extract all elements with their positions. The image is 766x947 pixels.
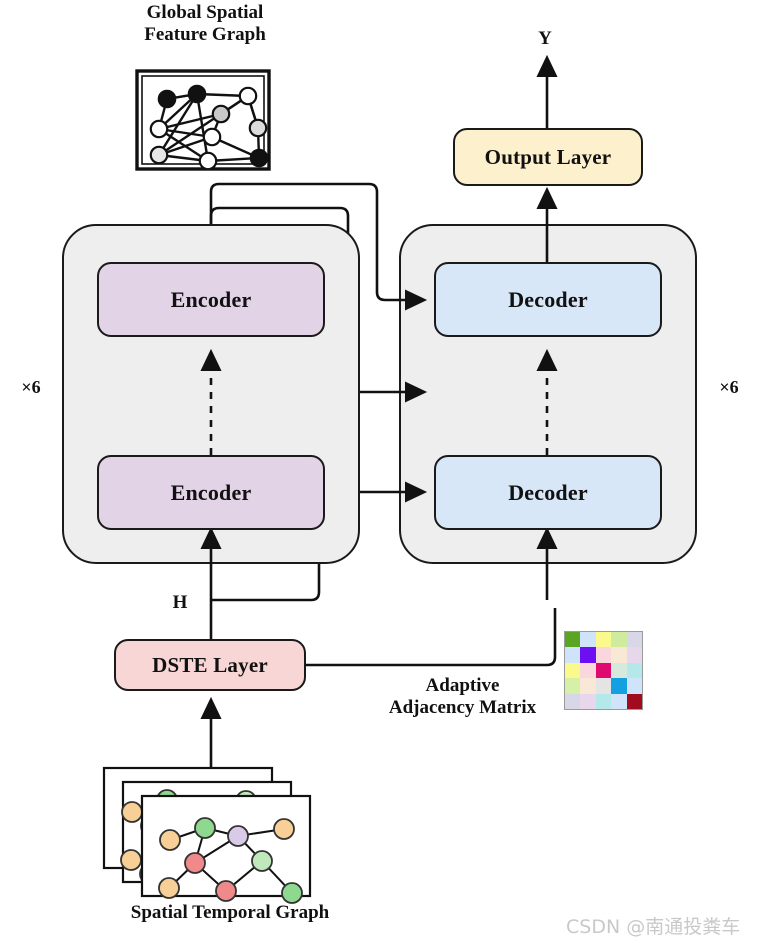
adjacency-cell — [595, 632, 612, 648]
adjacency-title-line2: Adjacency Matrix — [388, 697, 537, 719]
adjacency-cell — [626, 647, 642, 663]
adjacency-cell — [565, 678, 581, 694]
adjacency-title-line1: Adaptive — [425, 675, 500, 696]
adjacency-cell — [611, 647, 627, 663]
adjacency-cell — [565, 647, 581, 663]
adjacency-cell — [565, 632, 581, 648]
global-graph-title-line2: Feature Graph — [144, 24, 266, 46]
temporal-graph-node — [159, 829, 181, 851]
hidden-symbol-label: H — [172, 592, 188, 613]
temporal-graph-node — [273, 818, 295, 840]
output-symbol-label: Y — [538, 28, 552, 49]
temporal-graph-node — [251, 850, 273, 872]
graph-node — [149, 145, 169, 165]
temporal-graph-node-background — [254, 804, 276, 826]
decoder-repeat-label: ×6 — [719, 377, 739, 397]
graph-node — [198, 151, 218, 171]
temporal-graph-node-background — [235, 790, 257, 812]
graph-node — [202, 127, 222, 147]
adjacency-cell — [595, 647, 612, 663]
output-layer-block[interactable]: Output Layer — [453, 128, 643, 186]
adjacency-cell — [611, 632, 627, 648]
temporal-graph-node-background — [120, 849, 142, 871]
graph-node — [187, 84, 207, 104]
temporal-graph-node — [227, 825, 249, 847]
adjacency-cell — [611, 662, 627, 679]
adjacency-cell — [611, 693, 627, 709]
encoder-block-bottom[interactable]: Encoder — [97, 455, 325, 530]
adjacency-cell — [611, 678, 627, 694]
adjacency-cell — [595, 693, 612, 709]
adjacency-cell — [626, 662, 642, 679]
decoder-block-bottom[interactable]: Decoder — [434, 455, 662, 530]
dste-layer-block[interactable]: DSTE Layer — [114, 639, 306, 691]
temporal-graph-node — [194, 817, 216, 839]
temporal-graph-node-background — [139, 863, 161, 885]
temporal-graph-node — [184, 852, 206, 874]
spatial-temporal-graph-title: Spatial Temporal Graph — [130, 902, 330, 923]
adjacency-cell — [565, 693, 581, 709]
temporal-graph-node-background — [140, 815, 162, 837]
temporal-graph-node — [281, 882, 303, 904]
graph-node — [248, 118, 268, 138]
adjacency-cell — [580, 662, 596, 679]
adjacency-cell — [580, 678, 596, 694]
adaptive-adjacency-matrix — [564, 631, 643, 710]
temporal-graph-node — [215, 880, 237, 902]
adjacency-cell — [580, 647, 596, 663]
temporal-graph-node-background — [121, 801, 143, 823]
graph-node — [249, 148, 269, 168]
watermark: CSDN @南通投粪车 — [566, 916, 741, 938]
adjacency-matrix-title: Adaptive Adjacency Matrix — [355, 675, 570, 720]
graph-node — [211, 104, 231, 124]
global-graph-title-line1: Global Spatial — [146, 2, 264, 23]
adjacency-cell — [626, 678, 642, 694]
adjacency-cell — [626, 693, 642, 709]
graph-node — [157, 89, 177, 109]
adjacency-cell — [565, 662, 581, 679]
adjacency-cell — [595, 678, 612, 694]
adjacency-cell — [626, 632, 642, 648]
adjacency-cell — [580, 693, 596, 709]
temporal-graph-node — [158, 877, 180, 899]
decoder-block-top[interactable]: Decoder — [434, 262, 662, 337]
temporal-graph-node-background — [156, 789, 178, 811]
encoder-repeat-label: ×6 — [21, 377, 41, 397]
encoder-block-top[interactable]: Encoder — [97, 262, 325, 337]
temporal-graph-node-background — [175, 803, 197, 825]
graph-node — [149, 119, 169, 139]
adjacency-cell — [580, 632, 596, 648]
adjacency-cell — [595, 662, 612, 679]
global-graph-title: Global Spatial Feature Graph — [110, 2, 300, 47]
graph-node — [238, 86, 258, 106]
